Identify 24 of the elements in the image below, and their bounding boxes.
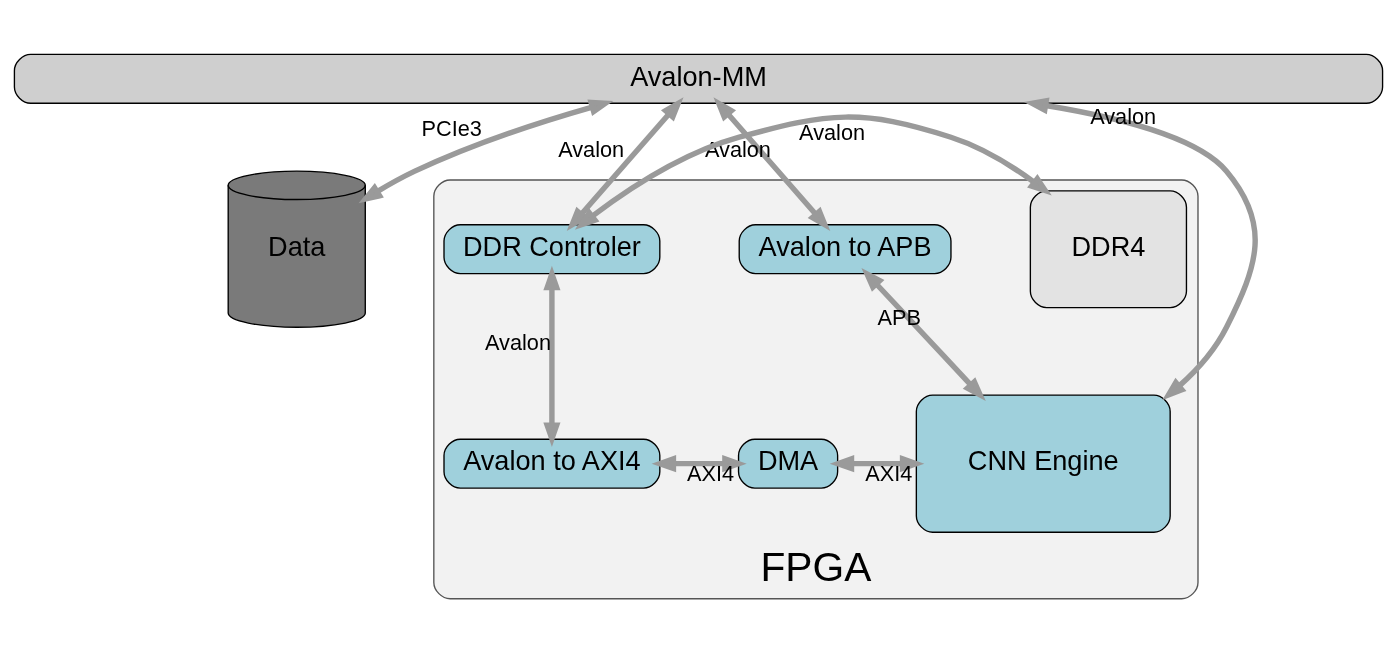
node-box: DMA [737, 438, 839, 489]
edge-label: Avalon [799, 119, 866, 145]
node-box: Avalon to APB [738, 224, 952, 275]
arrow [861, 268, 986, 401]
arrow [358, 99, 614, 204]
arrow [543, 265, 561, 447]
edge-label: Avalon [558, 137, 625, 163]
edge-label: APB [877, 304, 921, 330]
node-box: Avalon-MM [13, 53, 1384, 104]
node-box: Avalon to AXI4 [443, 438, 661, 489]
arrow [574, 114, 1052, 230]
node-box: CNN Engine [915, 394, 1171, 533]
arrow [651, 455, 747, 473]
edge-label: PCIe3 [421, 115, 482, 141]
edge-label: AXI4 [686, 461, 735, 487]
edge-label: Avalon [1090, 104, 1157, 130]
arrow [1023, 97, 1258, 401]
node-box: DDR4 [1029, 190, 1188, 309]
node-box: DDR Controler [443, 224, 661, 275]
arrow [829, 455, 925, 473]
arrow [566, 97, 684, 231]
arrow [713, 97, 831, 231]
edge-label: AXI4 [865, 461, 913, 487]
edge-label: Avalon [484, 329, 551, 355]
